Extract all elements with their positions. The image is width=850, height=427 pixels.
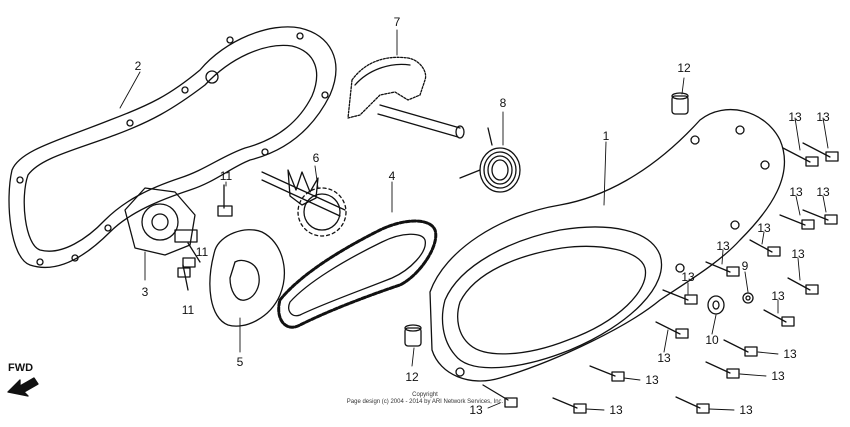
callout-13: 13 [609,403,623,417]
kick-starter-part [347,56,465,139]
callout-4: 4 [388,169,396,183]
callout-13: 13 [657,351,671,365]
callout-7: 7 [393,15,401,29]
copyright-line-2: Page design (c) 2004 - 2014 by ARI Netwo… [346,399,504,405]
callout-11-top: 11 [219,169,233,183]
callout-5: 5 [236,355,244,369]
callout-13: 13 [816,185,830,199]
callout-13: 13 [681,270,695,284]
plate-part [209,229,285,327]
forward-direction-label: FWD [8,362,34,374]
callout-10: 10 [705,333,719,347]
forward-arrow-icon [7,377,39,397]
dowel-pins-part [404,92,689,347]
washers-part [707,292,754,315]
drive-gear-part [261,169,347,237]
callout-9: 9 [741,259,749,273]
callout-13: 13 [757,221,771,235]
bolts-part-13 [482,142,839,414]
spring-part [459,127,521,193]
copyright-notice: Copyright Page design (c) 2004 - 2014 by… [300,392,550,406]
callout-11-bottom: 11 [181,303,195,317]
callout-13: 13 [716,239,730,253]
callout-12-top: 12 [677,61,691,75]
callout-3: 3 [141,285,149,299]
callout-1: 1 [602,129,610,143]
callout-11-middle: 11 [195,245,209,259]
callout-13: 13 [788,110,802,124]
copyright-line-1: Copyright [412,392,438,398]
leader-lines [119,29,829,411]
callout-13: 13 [739,403,753,417]
callout-2: 2 [134,59,142,73]
callout-8: 8 [499,96,507,110]
callout-13: 13 [645,373,659,387]
callout-13: 13 [791,247,805,261]
callout-13: 13 [783,347,797,361]
callout-13: 13 [771,289,785,303]
gear-assembly-part [124,187,198,256]
callout-12-bottom: 12 [405,370,419,384]
gasket-part [8,26,337,268]
callout-13: 13 [816,110,830,124]
bolts-part-11 [177,184,233,291]
callout-13: 13 [789,185,803,199]
chain-part [277,219,438,329]
crankcase-cover-part [429,108,785,382]
callout-13: 13 [469,403,483,417]
callout-13: 13 [771,369,785,383]
callout-6: 6 [312,151,320,165]
